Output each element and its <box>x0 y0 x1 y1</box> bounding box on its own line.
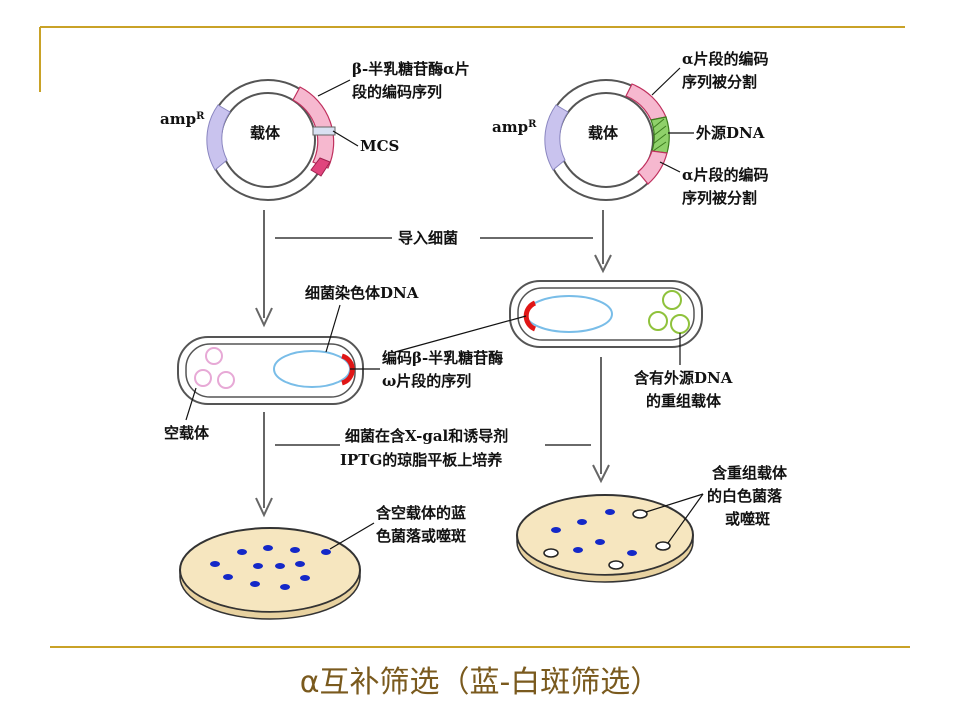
blue-colony <box>280 584 290 590</box>
blue-colony <box>300 575 310 581</box>
ampR-segment-left <box>206 104 231 171</box>
plate-left-side <box>179 569 361 620</box>
slide-title: α互补筛选（蓝-白斑筛选） <box>300 665 661 700</box>
blue-colony <box>295 561 305 567</box>
plate-right-label-line2: 的白色菌落 <box>707 487 783 505</box>
plate-left-label-line1: 含空载体的蓝 <box>376 504 466 522</box>
lacZ-segment-left <box>292 86 335 169</box>
chromosome-label: 细菌染色体DNA <box>305 284 419 302</box>
omega-seq-right <box>523 300 537 332</box>
empty-vector-pointer <box>185 387 197 421</box>
lacZ-tip-left <box>310 157 331 177</box>
plasmid-right: ampR 载体 α片段的编码 序列被分割 外源DNA α片段的编码 序列被分割 <box>492 50 769 207</box>
blue-colony <box>595 539 605 545</box>
blue-colony <box>627 550 637 556</box>
recomb-label-line1: 含有外源DNA <box>634 369 733 387</box>
bacterium-right: 含有外源DNA 的重组载体 <box>394 280 733 410</box>
plate-right-pointer-1 <box>645 493 704 513</box>
blue-colony <box>573 547 583 553</box>
blue-colony <box>250 581 260 587</box>
white-colonies-right <box>543 509 671 570</box>
plate-right-side <box>516 534 694 583</box>
arrow-right-2 <box>592 357 610 484</box>
transform-label: 导入细菌 <box>398 229 458 247</box>
bacterium-left: 细菌染色体DNA 编码β-半乳糖苷酶 ω片段的序列 空载体 <box>164 284 503 442</box>
recomb-label-line2: 的重组载体 <box>646 392 722 410</box>
blue-colony <box>551 527 561 533</box>
empty-vector-1 <box>205 347 223 365</box>
blue-colony <box>275 563 285 569</box>
white-colony <box>655 541 671 551</box>
plate-left: 含空载体的蓝 色菌落或噬斑 <box>179 504 466 620</box>
recomb-vector-2 <box>648 311 668 331</box>
ampR-segment-right <box>544 104 569 171</box>
split-label-top-line2: 序列被分割 <box>682 73 757 91</box>
arrow-left-1 <box>255 210 273 328</box>
arrows-transform: 导入细菌 <box>255 210 612 328</box>
recomb-vector-1 <box>662 290 682 310</box>
white-colony <box>632 509 648 519</box>
mcs-pointer <box>332 130 359 147</box>
vector-label-left: 载体 <box>250 124 281 142</box>
arrow-left-2 <box>255 412 273 518</box>
mcs-site-left <box>312 126 336 136</box>
white-colony <box>543 548 559 558</box>
blue-colonies-right <box>551 509 637 556</box>
omega-label-line1: 编码β-半乳糖苷酶 <box>382 349 503 367</box>
culture-label-line1: 细菌在含X-gal和诱导剂 <box>345 427 508 445</box>
split-label-top-line1: α片段的编码 <box>682 50 769 68</box>
plate-left-label-line2: 色菌落或噬斑 <box>376 527 466 545</box>
plate-right-label-line1: 含重组载体 <box>712 464 788 482</box>
slide-frame <box>39 26 910 648</box>
culture-label-line2: IPTG的琼脂平板上培养 <box>340 451 503 469</box>
arrow-right-1 <box>594 210 612 274</box>
vector-label-right: 载体 <box>588 124 619 142</box>
plate-right-label-line3: 或噬斑 <box>725 510 770 528</box>
omega-label-line2: ω片段的序列 <box>382 372 471 390</box>
blue-colony <box>237 549 247 555</box>
blue-colony <box>223 574 233 580</box>
lacZ-label-left-line1: β-半乳糖苷酶α片 <box>352 60 470 78</box>
blue-colony <box>577 519 587 525</box>
ampR-label-right: ampR <box>492 118 537 136</box>
lacZ-split-bottom <box>637 150 668 185</box>
split-label-bottom-line2: 序列被分割 <box>682 189 757 207</box>
arrows-culture: 细菌在含X-gal和诱导剂 IPTG的琼脂平板上培养 <box>255 357 610 518</box>
blue-colony <box>605 509 615 515</box>
plate-right: 含重组载体 的白色菌落 或噬斑 <box>516 464 788 583</box>
lacZ-pointer-left <box>317 79 351 97</box>
plate-right-pointer-2 <box>667 493 704 544</box>
plasmid-left: ampR 载体 β-半乳糖苷酶α片 段的编码序列 MCS <box>160 60 470 201</box>
bacterium-left-inner <box>185 343 356 398</box>
foreign-dna-label: 外源DNA <box>695 124 765 142</box>
ampR-label-left: ampR <box>160 110 205 128</box>
empty-vector-3 <box>217 371 235 389</box>
plate-left-pointer <box>329 522 375 550</box>
empty-vector-label: 空载体 <box>164 424 210 442</box>
blue-colony <box>253 563 263 569</box>
blue-colonies-left <box>210 545 331 590</box>
mcs-label: MCS <box>360 137 399 155</box>
split-pointer-top <box>651 67 681 96</box>
bacterium-right-inner <box>517 287 695 341</box>
split-pointer-bottom <box>659 161 681 173</box>
split-label-bottom-line1: α片段的编码 <box>682 166 769 184</box>
blue-colony <box>263 545 273 551</box>
blue-colony <box>210 561 220 567</box>
empty-vector-2 <box>194 369 212 387</box>
foreign-dna-hatch <box>652 118 667 152</box>
blue-colony <box>290 547 300 553</box>
lacZ-label-left-line2: 段的编码序列 <box>352 83 442 101</box>
blue-colony <box>321 549 331 555</box>
chromosome-pointer <box>325 304 341 353</box>
omega-pointer-right <box>394 315 527 353</box>
white-colony <box>608 560 624 570</box>
